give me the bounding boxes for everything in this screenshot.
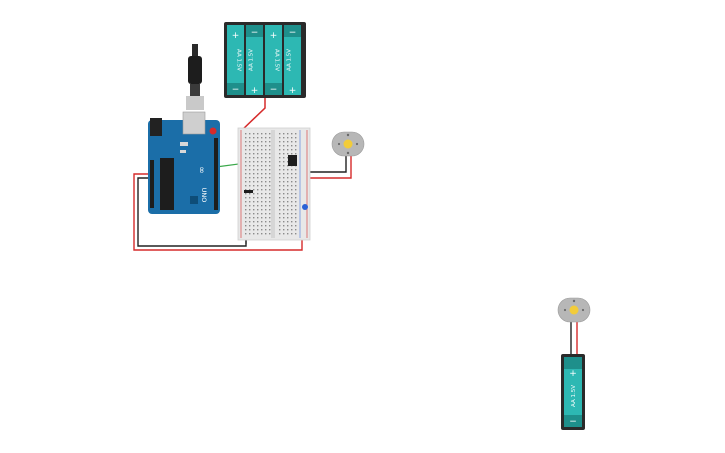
battery-cell-label: AA 1.5V bbox=[249, 49, 255, 71]
battery-pack-4aa[interactable]: + − AA 1.5V − + AA 1.5V + − AA 1.5V − + … bbox=[224, 22, 306, 98]
minus-icon: − bbox=[270, 85, 278, 95]
battery-cell: + − AA 1.5V bbox=[227, 25, 244, 95]
transistor[interactable] bbox=[288, 155, 297, 166]
wire-loop-red[interactable] bbox=[133, 173, 303, 251]
dc-motor[interactable] bbox=[331, 131, 365, 157]
motor-shaft-icon bbox=[343, 139, 353, 149]
digital-header[interactable] bbox=[214, 138, 218, 210]
plus-icon: + bbox=[270, 31, 278, 41]
plus-icon: + bbox=[569, 369, 577, 379]
breadboard[interactable] bbox=[237, 127, 311, 241]
battery-cell: + − AA 1.5V bbox=[265, 25, 282, 95]
minus-icon: − bbox=[232, 85, 240, 95]
battery-label: AA 1.5V bbox=[571, 385, 577, 407]
plus-icon: + bbox=[232, 31, 240, 41]
minus-icon: − bbox=[289, 28, 297, 38]
wire-endpoint-blue[interactable] bbox=[302, 204, 308, 210]
battery-cell-label: AA 1.5V bbox=[236, 49, 242, 71]
motor-shaft-icon bbox=[569, 305, 579, 315]
power-plug[interactable] bbox=[186, 44, 204, 110]
minus-icon: − bbox=[251, 28, 259, 38]
wire-battery-red[interactable] bbox=[239, 96, 266, 133]
reset-button[interactable] bbox=[209, 127, 217, 135]
microcontroller-chip bbox=[160, 158, 174, 210]
plus-icon: + bbox=[251, 86, 259, 96]
breadboard-holes bbox=[245, 133, 297, 235]
dc-motor-standalone[interactable] bbox=[557, 297, 591, 323]
battery-single-aa[interactable]: + − AA 1.5V bbox=[561, 354, 585, 430]
battery-cell-label: AA 1.5V bbox=[274, 49, 280, 71]
arduino-logo-icon: ∞ bbox=[196, 166, 206, 174]
diode[interactable] bbox=[244, 190, 253, 193]
battery-cell: − + AA 1.5V bbox=[284, 25, 301, 96]
board-label: UNO bbox=[200, 188, 208, 203]
arduino-uno[interactable]: ∞ UNO bbox=[148, 111, 220, 214]
plus-icon: + bbox=[289, 86, 297, 96]
battery-cell: − + AA 1.5V bbox=[246, 25, 263, 96]
minus-icon: − bbox=[569, 417, 577, 427]
battery-cell-label: AA 1.5V bbox=[287, 49, 293, 71]
analog-header[interactable] bbox=[150, 160, 154, 208]
